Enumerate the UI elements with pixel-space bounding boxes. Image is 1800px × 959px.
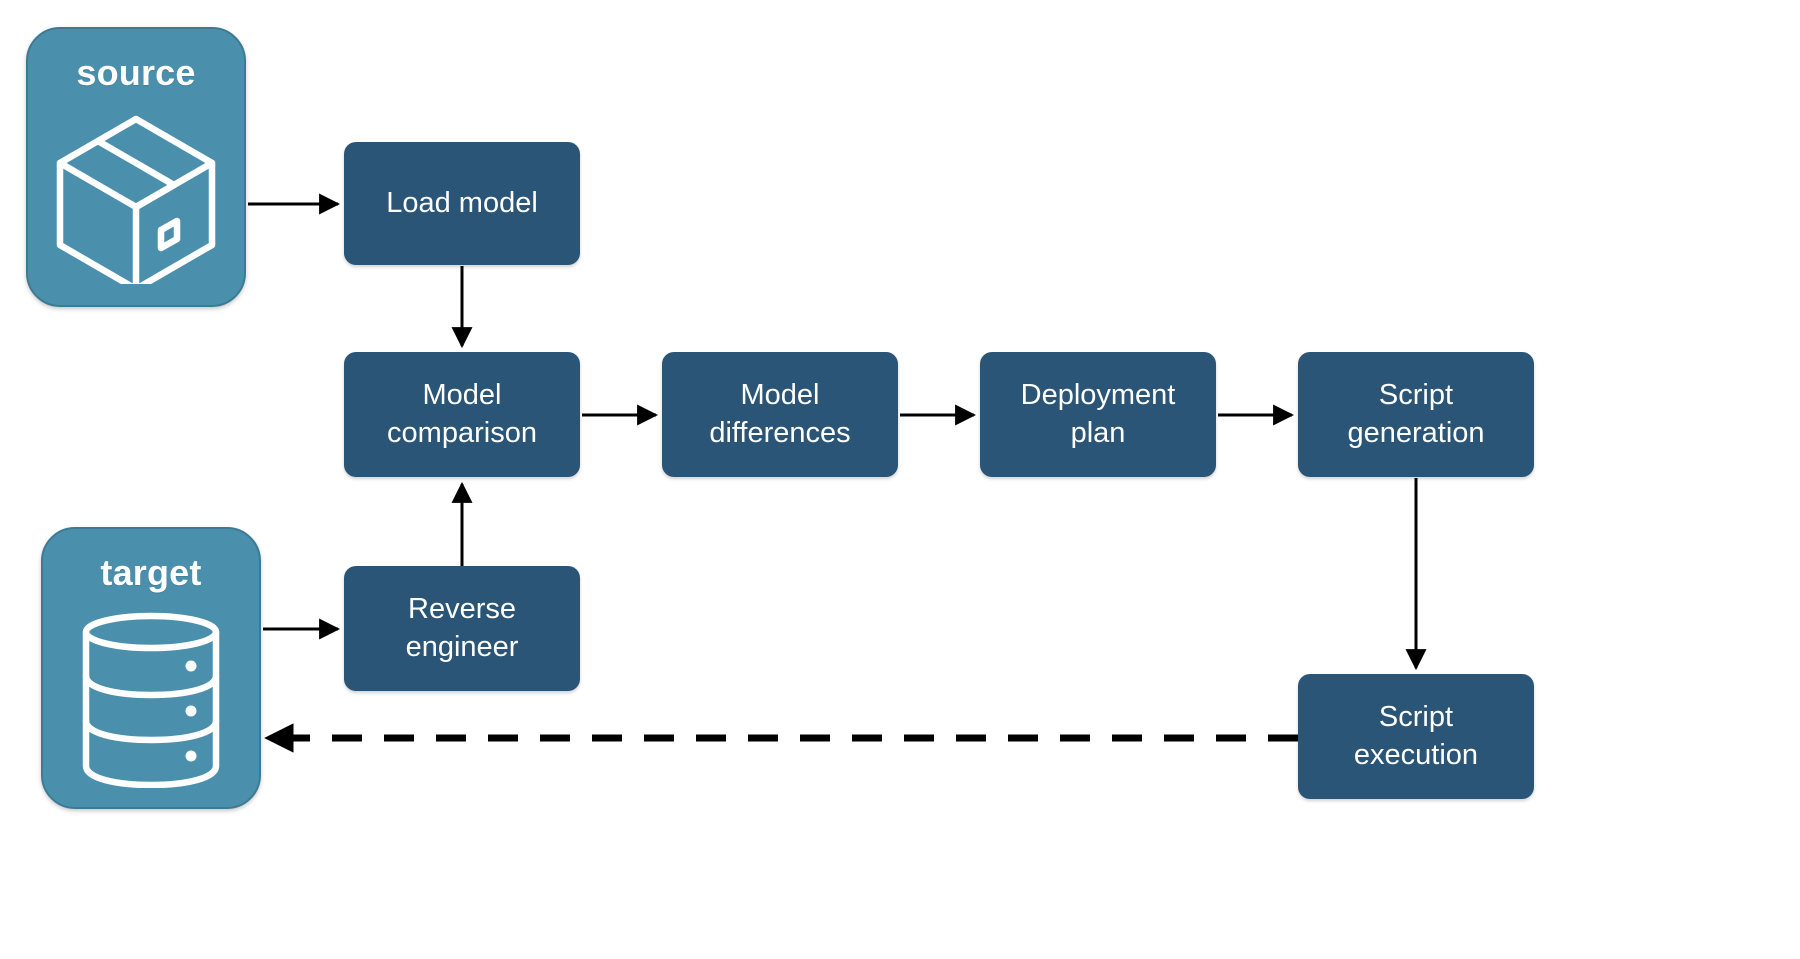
process-model-differences[interactable]: Model differences [662, 352, 898, 477]
process-model-comparison[interactable]: Model comparison [344, 352, 580, 477]
endpoint-target[interactable]: target [41, 527, 261, 809]
package-cube-icon [28, 91, 244, 305]
process-reverse-engineer[interactable]: Reverse engineer [344, 566, 580, 691]
endpoint-target-label: target [100, 552, 202, 593]
process-deployment-plan[interactable]: Deployment plan [980, 352, 1216, 477]
process-load-model[interactable]: Load model [344, 142, 580, 265]
process-script-execution[interactable]: Script execution [1298, 674, 1534, 799]
endpoint-source[interactable]: source [26, 27, 246, 307]
process-script-generation[interactable]: Script generation [1298, 352, 1534, 477]
database-cylinder-icon [43, 591, 259, 807]
endpoint-source-label: source [76, 52, 196, 93]
